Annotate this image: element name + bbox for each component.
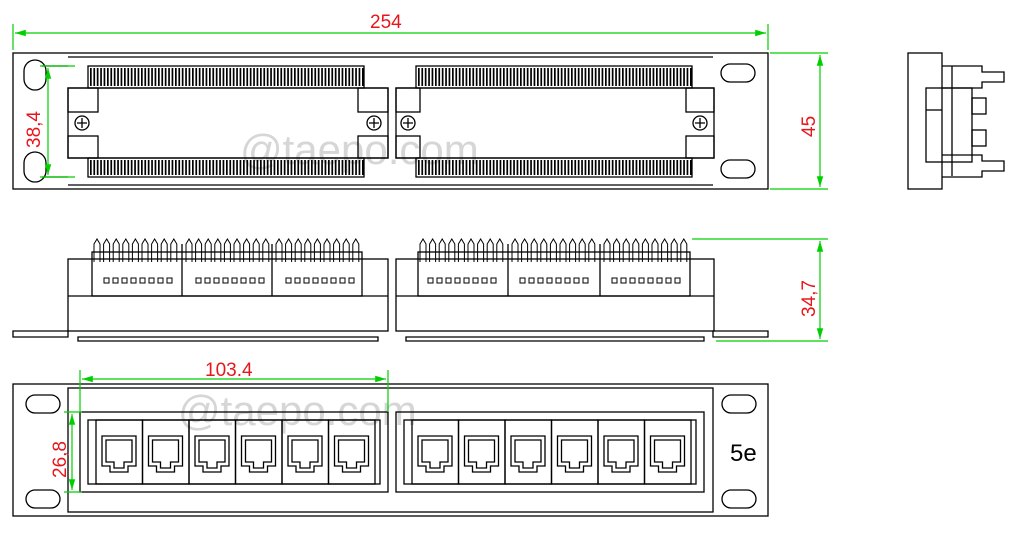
middle-view [12,244,769,342]
middle-mounting-flange [12,330,69,338]
front-panel-outline [12,383,769,517]
top-mount-slot-left-upper [23,59,47,91]
top-panel-outline [12,52,769,190]
dim-port-block-height-label: 26,8 [50,441,71,478]
top-screw-right-1 [400,115,416,131]
front-port-block-right [395,411,705,493]
side-view-lower-connector [942,154,1005,178]
dimension-lines [12,24,828,493]
rj45-port [95,419,144,485]
dim-overall-width-label: 254 [370,12,402,33]
middle-module-left [67,258,389,332]
side-view [907,52,1005,190]
rj45-port [457,419,506,485]
side-view-upper-connector [942,65,1005,89]
top-screw-right-2 [692,115,708,131]
rj45-port [643,419,692,485]
top-mount-slot-right-upper [720,63,756,83]
dim-port-block-width-label: 103.4 [205,360,253,381]
top-view [12,52,769,190]
top-idc-strip-left-upper [87,65,365,89]
rj45-port [411,419,460,485]
rj45-port [504,419,553,485]
top-idc-strip-right-upper [415,65,693,89]
watermark-bottom: @taepo.com [178,387,417,434]
side-view-body [907,52,943,190]
front-mount-slot-right-lower [721,489,757,509]
front-mount-slot-right-upper [721,394,757,414]
front-mount-slot-left-upper [25,394,61,414]
dim-side-height-label: 45 [799,116,820,137]
rj45-port [327,419,376,485]
top-idc-teeth [90,68,692,175]
dim-module-height-label: 34,7 [799,280,820,317]
top-mount-slot-right-lower [720,159,756,179]
top-idc-strip-left-lower [87,157,365,178]
top-screw-left-1 [74,115,90,131]
category-label: 5e [730,440,757,467]
front-port-block-left [79,411,389,493]
front-mount-slot-left-lower [25,489,61,509]
dim-front-height-label: 38,4 [24,111,45,148]
rj45-ports [95,419,692,485]
top-screw-left-2 [366,115,382,131]
top-idc-strip-right-lower [415,157,693,178]
rj45-port [597,419,646,485]
middle-contact-details [93,238,688,284]
middle-module-right [395,258,715,332]
rj45-port [550,419,599,485]
